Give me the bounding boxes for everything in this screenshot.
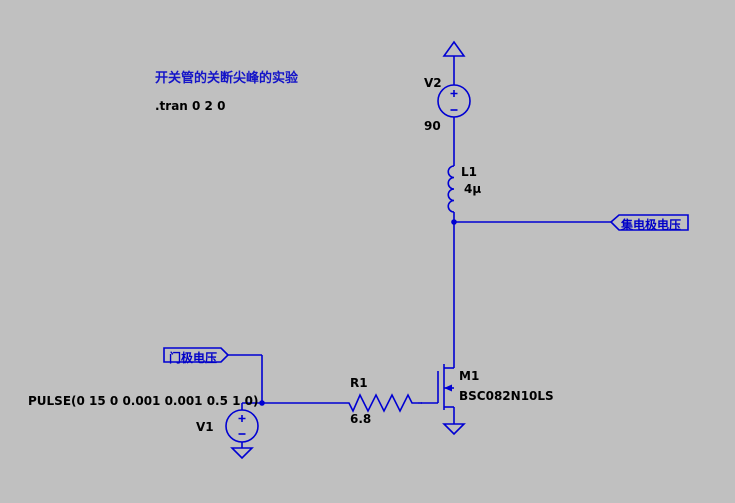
collector-net-label[interactable]: 集电极电压 [621,218,682,232]
r1-designator-label[interactable]: R1 [350,376,368,390]
v2-value-label[interactable]: 90 [424,119,441,133]
l1-designator-label[interactable]: L1 [461,165,477,179]
v2-voltage-source-symbol[interactable] [437,84,471,118]
gate-net-label[interactable]: 门极电压 [169,351,218,365]
ground-icon[interactable] [442,423,466,436]
plus-mark-icon [238,415,246,422]
collector-net-flag[interactable] [609,214,689,231]
m1-mosfet-symbol[interactable] [421,364,455,424]
m1-designator-label[interactable]: M1 [459,369,480,383]
spice-directive[interactable]: .tran 0 2 0 [155,99,226,113]
comment-text[interactable]: 开关管的关断尖峰的实验 [155,71,299,86]
power-flag-icon[interactable] [442,40,466,57]
v1-value-label[interactable]: PULSE(0 15 0 0.001 0.001 0.5 1 0) [28,394,259,408]
r1-resistor-symbol[interactable] [347,393,418,413]
m1-value-label[interactable]: BSC082N10LS [459,389,554,403]
r1-value-label[interactable]: 6.8 [350,412,372,426]
junction-dot [451,219,457,225]
gate-net-flag[interactable] [163,347,230,363]
l1-inductor-symbol[interactable] [447,165,455,213]
plus-mark-icon [450,90,458,97]
v1-designator-label[interactable]: V1 [196,420,214,434]
mosfet-arrow-icon [444,384,452,392]
v1-voltage-source-symbol[interactable] [225,403,259,448]
v2-designator-label[interactable]: V2 [424,76,442,90]
l1-value-label[interactable]: 4µ [464,182,482,196]
junction-dot [259,400,265,406]
ground-icon[interactable] [230,447,254,460]
